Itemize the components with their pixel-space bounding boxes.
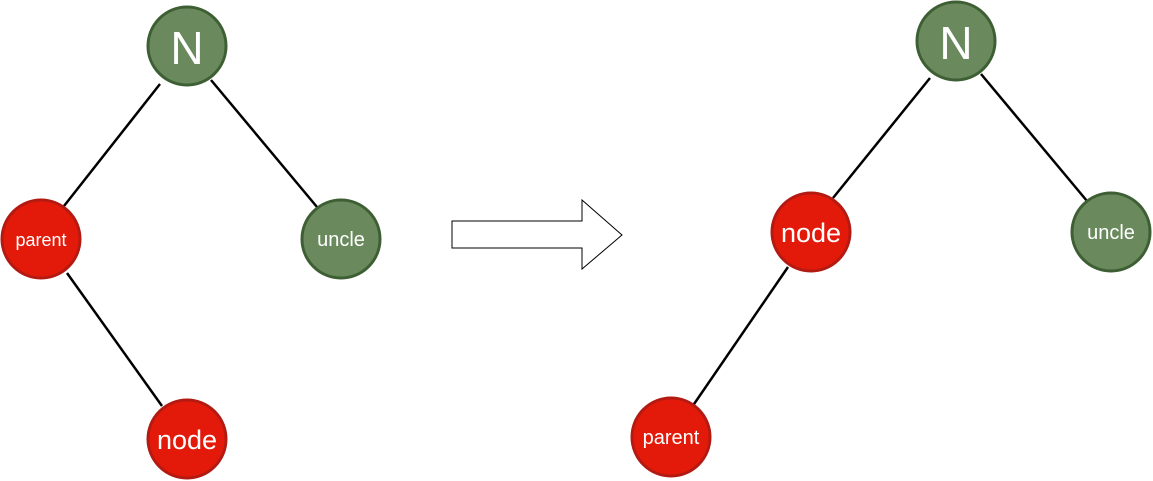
before-parent-label: parent	[15, 230, 66, 250]
before-root-label: N	[170, 22, 203, 74]
edge-node-parent	[690, 266, 790, 408]
after-node-node: node	[770, 191, 852, 273]
after-uncle-circle	[1070, 191, 1152, 273]
after-parent-node: parent	[630, 396, 712, 478]
after-parent-label: parent	[643, 427, 700, 449]
after-tree: N node uncle parent	[630, 0, 1152, 478]
before-root-circle	[146, 5, 228, 87]
after-root-node: N	[915, 0, 997, 82]
right-arrow-icon	[451, 198, 623, 271]
before-parent-circle	[0, 198, 82, 280]
edge-root-node	[832, 77, 931, 199]
edge-root-parent	[63, 83, 161, 207]
before-node-node: node	[146, 398, 228, 480]
before-uncle-node: uncle	[300, 198, 382, 280]
before-node-label: node	[157, 425, 217, 455]
before-uncle-circle	[300, 198, 382, 280]
before-node-circle	[146, 398, 228, 480]
after-node-label: node	[781, 218, 841, 248]
after-uncle-label: uncle	[1087, 222, 1135, 244]
after-root-label: N	[939, 17, 972, 69]
before-tree: N parent uncle node	[0, 5, 382, 480]
after-parent-circle	[630, 396, 712, 478]
before-root-node: N	[146, 5, 228, 87]
edge-root-uncle	[210, 79, 318, 208]
after-root-circle	[915, 0, 997, 82]
before-parent-node: parent	[0, 198, 82, 280]
after-node-circle	[770, 191, 852, 273]
after-uncle-node: uncle	[1070, 191, 1152, 273]
edge-parent-node	[65, 272, 164, 407]
before-uncle-label: uncle	[317, 229, 365, 251]
edge-root-uncle	[980, 73, 1088, 202]
